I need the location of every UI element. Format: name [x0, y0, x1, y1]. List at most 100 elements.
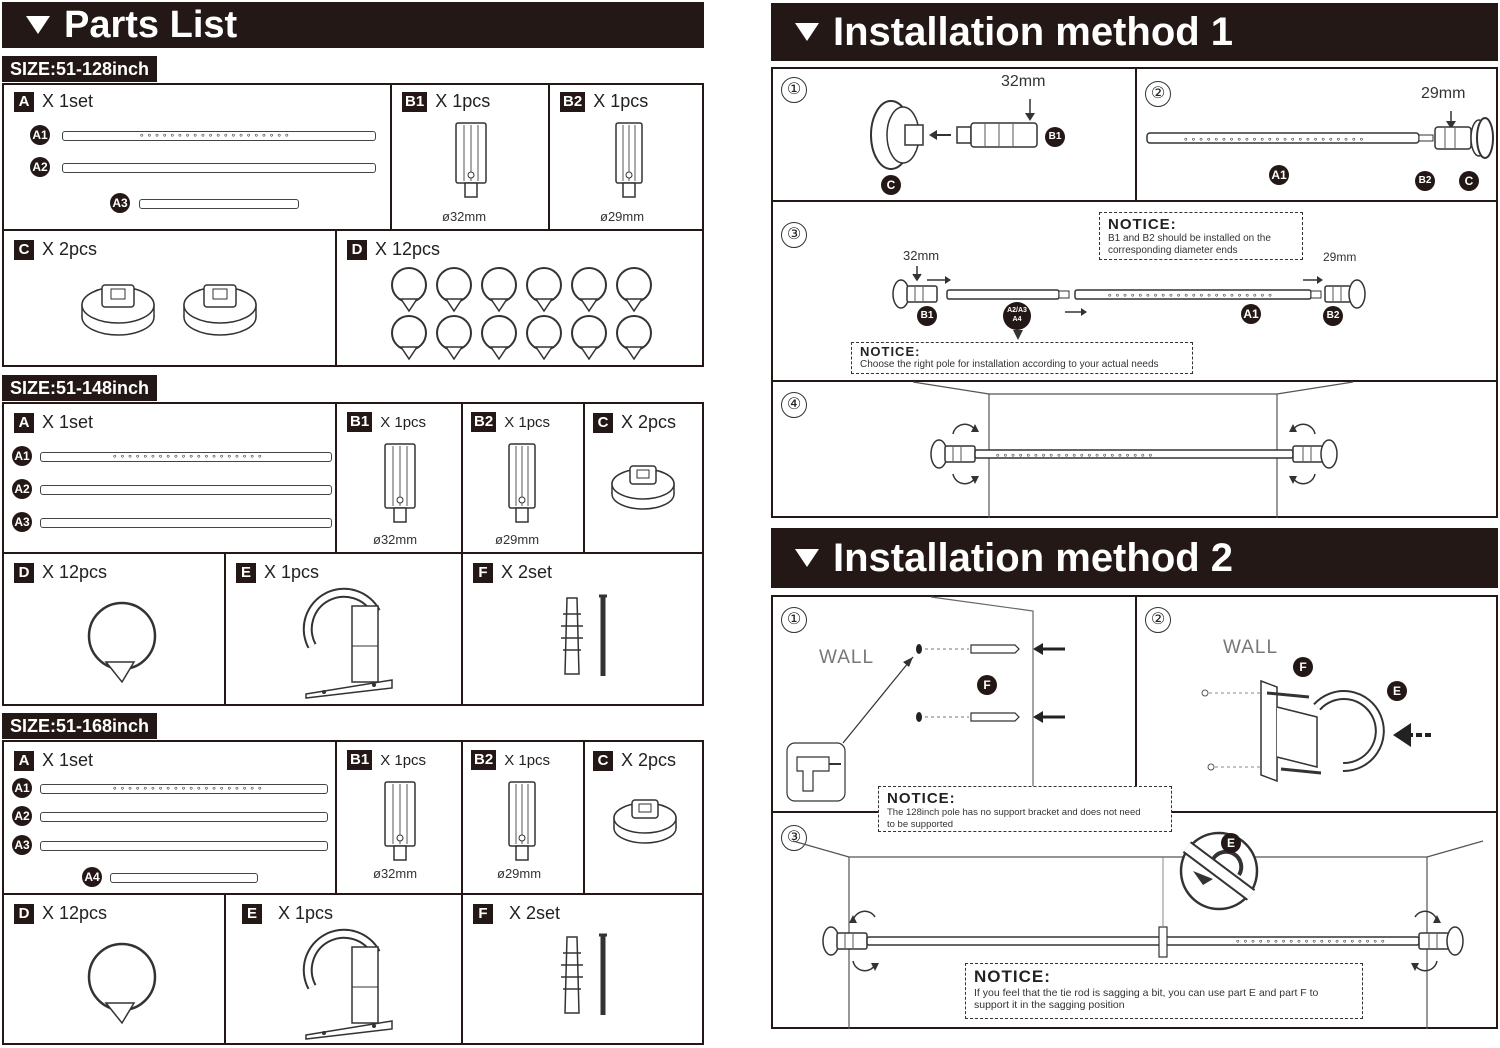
rod-holes: ∘∘∘∘∘∘∘∘∘∘∘∘∘∘∘∘∘∘∘∘ [112, 783, 265, 793]
badge-b1: B1 [917, 306, 937, 326]
badge-b1: B1 [347, 750, 373, 770]
rod-a1 [62, 131, 376, 141]
dimension-label: 32mm [903, 248, 940, 263]
size-tag: SIZE:51-148inch [2, 375, 158, 401]
notice-box: NOTICE: If you feel that the tie rod is … [965, 963, 1363, 1019]
badge-d: D [14, 562, 34, 583]
method2-title: Installation method 2 [833, 535, 1234, 580]
step-number: ① [781, 77, 807, 103]
notice-box: NOTICE: The 128inch pole has no support … [878, 786, 1172, 832]
notice-text: support it in the sagging position [974, 999, 1125, 1011]
badge-a2: A2 [12, 806, 32, 826]
badge-a4: A4 [82, 867, 102, 887]
diameter-label: ø29mm [495, 532, 540, 547]
qty: X 12pcs [375, 239, 441, 259]
step1-drill-drawing [786, 643, 1065, 802]
notice-title: NOTICE: [1108, 216, 1177, 233]
arrow-down-icon [1013, 330, 1023, 340]
badge-a: A [14, 412, 34, 433]
badge-a2: A2 [12, 479, 32, 499]
badge-a2: A2 [30, 157, 50, 177]
part-c-box: C X 2pcs [2, 229, 337, 367]
rod-holes: ∘∘∘∘∘∘∘∘∘∘∘∘∘∘∘∘∘∘∘∘ [112, 451, 265, 461]
method2-step3: ③ ∘∘∘∘∘∘∘∘∘∘∘∘∘∘∘∘∘∘∘∘ E NOTICE: If you … [771, 811, 1498, 1029]
qty: X 2set [509, 903, 561, 923]
notice-text: If you feel that the tie rod is sagging … [974, 987, 1319, 999]
badge-c: C [14, 239, 34, 260]
qty: X 1pcs [504, 413, 551, 431]
notice-text: to be supported [887, 819, 954, 830]
qty: X 1pcs [380, 413, 427, 431]
badge-a1: A1 [12, 778, 32, 798]
notice-box: NOTICE: B1 and B2 should be installed on… [1099, 212, 1303, 260]
method1-step3: ③ NOTICE: B1 and B2 should be installed … [771, 200, 1498, 382]
dimension-label: 29mm [1323, 250, 1357, 264]
badge-b1: B1 [402, 91, 428, 112]
connector-b1-icon [455, 122, 487, 198]
diameter-label: ø32mm [373, 866, 418, 881]
end-cap-icon [611, 465, 675, 510]
notice-title: NOTICE: [974, 967, 1051, 986]
badge-b1: B1 [347, 412, 373, 432]
curtain-ring-icon [87, 601, 157, 684]
triangle-down-icon [795, 23, 819, 41]
step4-room-drawing [912, 381, 1354, 518]
badge-f: F [977, 675, 997, 695]
badge-b2: B2 [1323, 306, 1343, 326]
badge-b1: B1 [1045, 127, 1065, 147]
dimension-label: 29mm [1421, 85, 1466, 102]
parts-list-title: Parts List [64, 3, 238, 46]
qty: X 1pcs [380, 751, 427, 769]
rod-a2 [40, 485, 332, 495]
badge-a3: A3 [12, 835, 32, 855]
badge-d: D [14, 903, 34, 924]
badge-c: C [593, 750, 613, 771]
rod-a4 [110, 873, 258, 883]
notice-box: NOTICE: Choose the right pole for instal… [851, 342, 1193, 374]
badge-e: E [1387, 681, 1407, 701]
step-number: ③ [781, 222, 807, 248]
rod-holes: ∘∘∘∘∘∘∘∘∘∘∘∘∘∘∘∘∘∘∘∘∘∘∘∘ [1183, 134, 1367, 144]
diameter-label: ø32mm [442, 209, 487, 224]
notice-text: B1 and B2 should be installed on the [1108, 233, 1271, 244]
badge-b2: B2 [1415, 171, 1435, 191]
wall-outline [930, 596, 1034, 813]
badge-b2: B2 [560, 91, 586, 112]
qty: X 1set [42, 91, 94, 111]
rod-a3 [139, 199, 299, 209]
badge-a3: A3 [12, 512, 32, 532]
connector-b1-icon [384, 443, 416, 523]
rod-a2 [40, 812, 328, 822]
badge-a1: A1 [1241, 304, 1261, 324]
rod-a1 [40, 452, 332, 462]
method1-step4: ④ ∘∘∘∘∘∘∘∘∘∘∘∘∘∘∘∘∘∘∘∘∘ [771, 380, 1498, 518]
badge-f: F [1293, 657, 1313, 677]
qty: X 2set [501, 562, 553, 582]
badge-e: E [242, 903, 262, 924]
anchor-and-screw-icon [561, 594, 607, 676]
curtain-rings-icon [391, 267, 652, 361]
rod-holes: ∘∘∘∘∘∘∘∘∘∘∘∘∘∘∘∘∘∘∘∘ [1235, 936, 1388, 946]
notice-text: The 128inch pole has no support bracket … [887, 807, 1141, 818]
badge-a4: A4 [1012, 316, 1022, 323]
qty: X 1pcs [504, 751, 551, 769]
qty: X 12pcs [42, 562, 108, 582]
badge-a2-a3: A2/A3 [1007, 307, 1027, 314]
method1-step1: ① 32mm B1 C [771, 67, 1137, 202]
qty: X 2pcs [42, 239, 98, 259]
rod-holes: ∘∘∘∘∘∘∘∘∘∘∘∘∘∘∘∘∘∘∘∘ [139, 130, 292, 140]
qty: X 12pcs [42, 903, 108, 923]
badge-a: A [14, 750, 34, 771]
support-bracket-icon [302, 928, 393, 1040]
support-bracket-icon [302, 587, 393, 699]
method1-step2: ② 29mm ∘∘∘∘∘∘∘∘∘∘∘∘∘∘∘∘∘∘∘∘∘∘∘∘ A1 B2 C [1135, 67, 1498, 202]
part-d-box: D X 12pcs [2, 552, 226, 706]
badge-f: F [473, 903, 493, 924]
end-cap-icon [81, 284, 155, 336]
